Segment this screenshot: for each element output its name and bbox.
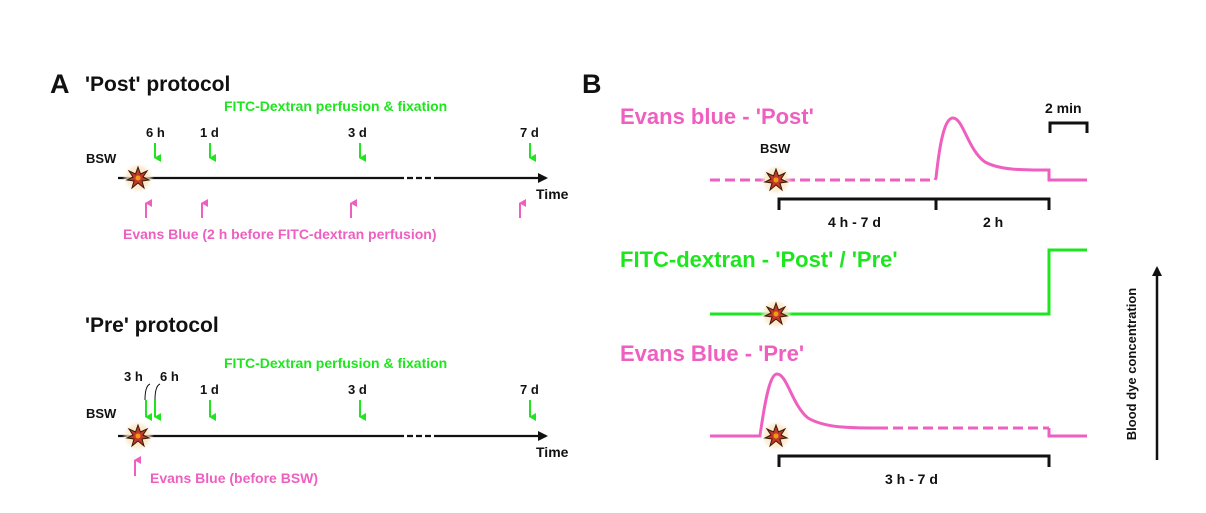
panel-b-label: B [582, 69, 602, 99]
pre-evans-label: Evans Blue (before BSW) [150, 470, 318, 486]
post-evans-label: Evans Blue (2 h before FITC-dextran perf… [123, 226, 437, 242]
evans-post-interval-1: 4 h - 7 d [828, 214, 881, 230]
pre-fitc-label: FITC-Dextran perfusion & fixation [224, 355, 447, 371]
evans-post-bsw-label: BSW [760, 141, 791, 156]
evans-pre-bsw-starburst-icon [759, 419, 793, 453]
evans-post-interval-bracket [777, 197, 1051, 210]
pre-time-label-7d: 7 d [520, 382, 539, 397]
pre-axis-label: Time [536, 444, 569, 460]
fitc-trace-group: FITC-dextran - 'Post' / 'Pre' [620, 247, 1087, 331]
pre-time-label-3d: 3 d [348, 382, 367, 397]
post-time-label-7d: 7 d [520, 125, 539, 140]
pre-time-label-6h: 6 h [160, 369, 179, 384]
post-protocol: 'Post' protocol FITC-Dextran perfusion &… [85, 73, 569, 242]
pre-protocol: 'Pre' protocol FITC-Dextran perfusion & … [85, 314, 569, 486]
fitc-title: FITC-dextran - 'Post' / 'Pre' [620, 247, 898, 272]
panel-b: B 2 min Evans blue - 'Post' BSW 4 h - 7 … [582, 69, 1162, 487]
post-fitc-label: FITC-Dextran perfusion & fixation [224, 98, 447, 114]
evans-pre-trace [710, 372, 879, 438]
evans-pre-trace-group: Evans Blue - 'Pre' 3 h - 7 d [620, 341, 1087, 487]
evans-pre-title: Evans Blue - 'Pre' [620, 341, 804, 366]
evans-pre-interval-bracket [777, 454, 1051, 467]
post-time-label-3d: 3 d [348, 125, 367, 140]
evans-pre-interval: 3 h - 7 d [885, 471, 938, 487]
pre-time-label-3h: 3 h [124, 369, 143, 384]
evans-post-interval-2: 2 h [983, 214, 1003, 230]
post-protocol-title: 'Post' protocol [85, 73, 230, 96]
post-bsw-starburst-icon [121, 161, 155, 195]
panel-a: A 'Post' protocol FITC-Dextran perfusion… [50, 69, 569, 486]
fitc-trace [710, 248, 1087, 316]
pre-leader-3h [144, 383, 151, 401]
pre-time-label-1d: 1 d [200, 382, 219, 397]
evans-post-bsw-starburst-icon [759, 163, 793, 197]
pre-bsw-label: BSW [86, 406, 117, 421]
pre-leader-6h [154, 383, 161, 401]
post-bsw-label: BSW [86, 151, 117, 166]
evans-pre-trace-tail [1047, 428, 1087, 438]
evans-post-trace [933, 116, 1087, 182]
fitc-bsw-starburst-icon [759, 297, 793, 331]
post-time-label-6h: 6 h [146, 125, 165, 140]
panel-a-label: A [50, 69, 70, 99]
evans-post-trace-group: Evans blue - 'Post' BSW 4 h - 7 d 2 h [620, 104, 1087, 230]
scale-bar-label: 2 min [1045, 100, 1082, 116]
evans-post-title: Evans blue - 'Post' [620, 104, 814, 129]
scale-bar [1048, 121, 1089, 133]
y-axis-label: Blood dye concentration [1124, 288, 1139, 440]
pre-bsw-starburst-icon [121, 419, 155, 453]
pre-protocol-title: 'Pre' protocol [85, 314, 219, 337]
post-axis-label: Time [536, 186, 569, 202]
post-time-label-1d: 1 d [200, 125, 219, 140]
